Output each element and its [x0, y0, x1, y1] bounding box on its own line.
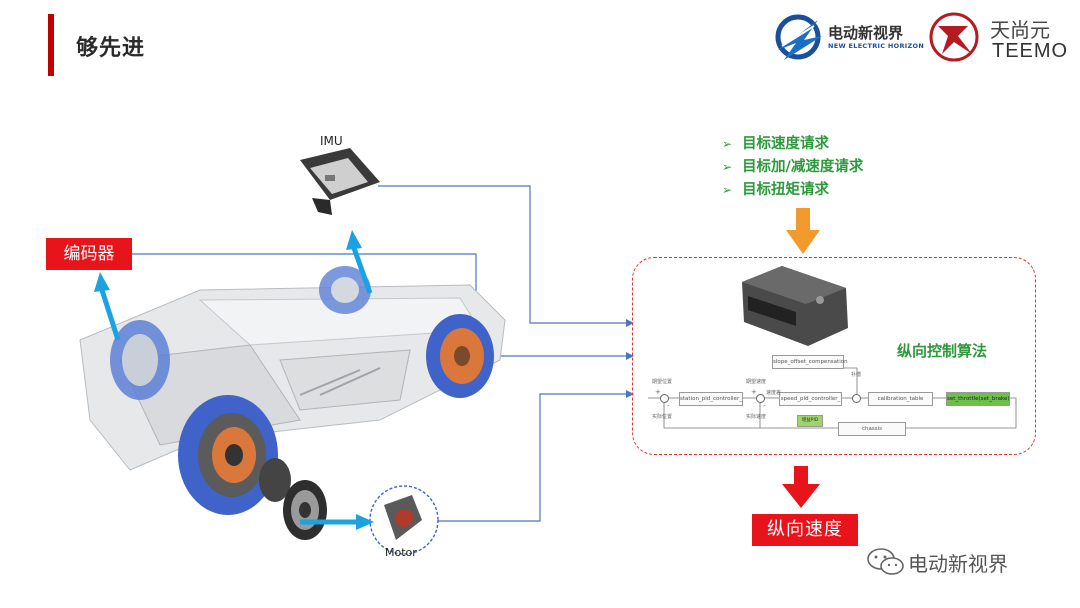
- summing-junction-1: [660, 394, 669, 403]
- wheel-rear-right-icon: [426, 314, 494, 398]
- edv-logo-icon: [775, 14, 822, 60]
- minus-sign-2: -: [763, 402, 766, 410]
- speed-pid-block: speed_pid_controller_: [779, 392, 842, 406]
- ecu-unit-icon: [742, 266, 848, 346]
- arrowhead-bullet-icon: ➢: [722, 137, 733, 151]
- plus-sign-2: +: [751, 388, 757, 396]
- minus-sign-1: -: [667, 402, 670, 410]
- wheel-rear-left-icon: [319, 266, 371, 314]
- teemo-logo-icon: [929, 12, 979, 62]
- wheel-front-right-motor-icon: [178, 395, 278, 515]
- teemo-logo-english: TEEMO: [992, 40, 1069, 62]
- watermark-text: 电动新视界: [908, 552, 1008, 576]
- summing-junction-3: [852, 394, 861, 403]
- motor-inset-icon: [369, 485, 439, 555]
- algorithm-title: 纵向控制算法: [897, 342, 988, 360]
- throttle-brake-block: set_throttle(set_brake): [946, 392, 1010, 406]
- chassis-block: chassis: [838, 422, 906, 436]
- edv-logo-text: 电动新视界: [828, 24, 904, 42]
- imu-label: IMU: [320, 134, 343, 148]
- request-label: 目标加/减速度请求: [742, 159, 864, 175]
- slope-compensation-block: slope_offset_compensation: [772, 355, 848, 369]
- input-arrow-icon: [786, 208, 820, 254]
- page-title: 够先进: [76, 36, 146, 61]
- output-speed-label: 纵向速度: [752, 514, 858, 546]
- request-item: ➢ 目标扭矩请求: [722, 178, 829, 199]
- plus-sign-1: +: [655, 388, 661, 396]
- title-accent-bar: [48, 14, 54, 76]
- wheel-front-left-icon: [110, 320, 170, 400]
- output-arrow-icon: [782, 466, 820, 508]
- imu-sensor-icon: [300, 148, 380, 215]
- request-item: ➢ 目标速度请求: [722, 132, 829, 153]
- gain-pid-block: 增益PID: [797, 415, 823, 427]
- edv-logo-subtitle: NEW ELECTRIC HORIZON: [828, 42, 925, 50]
- arrowhead-bullet-icon: ➢: [722, 160, 733, 174]
- motor-label: Motor: [385, 546, 417, 559]
- control-algorithm-frame: [632, 257, 1036, 455]
- request-label: 目标速度请求: [742, 136, 830, 152]
- line-arrowheads: [626, 319, 634, 398]
- target-speed-tag: 期望速度: [746, 379, 767, 385]
- cyan-arrows: [94, 230, 374, 530]
- encoder-label: 编码器: [46, 238, 132, 270]
- station-pid-block: station_pid_controller_: [679, 392, 743, 406]
- actual-speed-tag: 实际速度: [746, 414, 767, 420]
- teemo-logo-chinese: 天尚元: [990, 18, 1050, 42]
- exploded-motor-parts-icon: [259, 458, 327, 540]
- compensation-tag: 补偿: [851, 372, 862, 378]
- calibration-table-block: calibration_table: [868, 392, 933, 406]
- wechat-icon: [867, 548, 904, 575]
- target-position-tag: 期望位置: [652, 379, 673, 385]
- speed-error-tag: 速度差: [766, 390, 782, 396]
- arrowhead-bullet-icon: ➢: [722, 183, 733, 197]
- request-label: 目标扭矩请求: [742, 182, 830, 198]
- request-item: ➢ 目标加/减速度请求: [722, 155, 863, 176]
- summing-junction-2: [756, 394, 765, 403]
- actual-position-tag: 实际位置: [652, 414, 673, 420]
